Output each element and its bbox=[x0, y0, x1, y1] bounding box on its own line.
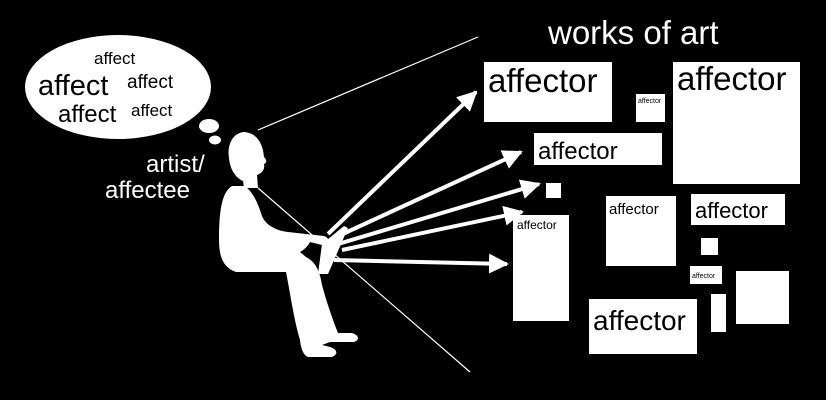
artwork-affector: affector bbox=[484, 62, 612, 122]
artwork-affector: affector bbox=[513, 215, 569, 321]
artwork-affector: affector bbox=[690, 266, 722, 284]
artwork-affector: affector bbox=[636, 94, 665, 122]
sight-line-lower bbox=[257, 187, 471, 373]
artwork-blank bbox=[546, 183, 561, 198]
artwork-affector: affector bbox=[589, 299, 697, 354]
affect-arrows bbox=[326, 90, 541, 274]
arrow bbox=[333, 253, 509, 274]
arrow bbox=[333, 150, 523, 240]
artwork-blank bbox=[701, 238, 718, 255]
bubble-word: affect bbox=[38, 70, 108, 102]
sight-line-upper bbox=[257, 36, 479, 131]
artwork-label: affector bbox=[609, 201, 659, 218]
bubble-word: affect bbox=[94, 49, 136, 68]
artwork-affector: affector bbox=[673, 60, 800, 184]
arrow bbox=[326, 90, 478, 236]
artwork-label: affector bbox=[538, 138, 618, 165]
artwork-affector: affector bbox=[691, 194, 785, 225]
person-label-line1: artist/ bbox=[146, 151, 205, 178]
artwork-blank bbox=[711, 294, 726, 332]
artwork-blank bbox=[736, 271, 789, 324]
bubble-word: affect bbox=[127, 72, 174, 93]
artwork-label: affector bbox=[488, 62, 597, 99]
bubble-word: affect bbox=[58, 101, 117, 128]
artwork-label: affector bbox=[593, 305, 686, 336]
artwork-label: affector bbox=[692, 273, 716, 280]
bubble-word: affect bbox=[131, 101, 173, 120]
artwork-label: affector bbox=[695, 198, 768, 223]
artwork-label: affector bbox=[677, 60, 786, 97]
artwork-affector: affector bbox=[534, 133, 662, 165]
seated-person-figure bbox=[219, 132, 358, 357]
arrow bbox=[337, 179, 541, 246]
thought-bubble: affect affect affect affect affect bbox=[25, 35, 221, 145]
artwork-label: affector bbox=[517, 218, 557, 232]
artwork-label: affector bbox=[638, 98, 662, 105]
person-label-line2: affectee bbox=[105, 177, 190, 204]
arrow bbox=[341, 205, 524, 252]
works-of-art-heading: works of art bbox=[547, 14, 719, 51]
artwork-affector: affector bbox=[606, 196, 676, 266]
